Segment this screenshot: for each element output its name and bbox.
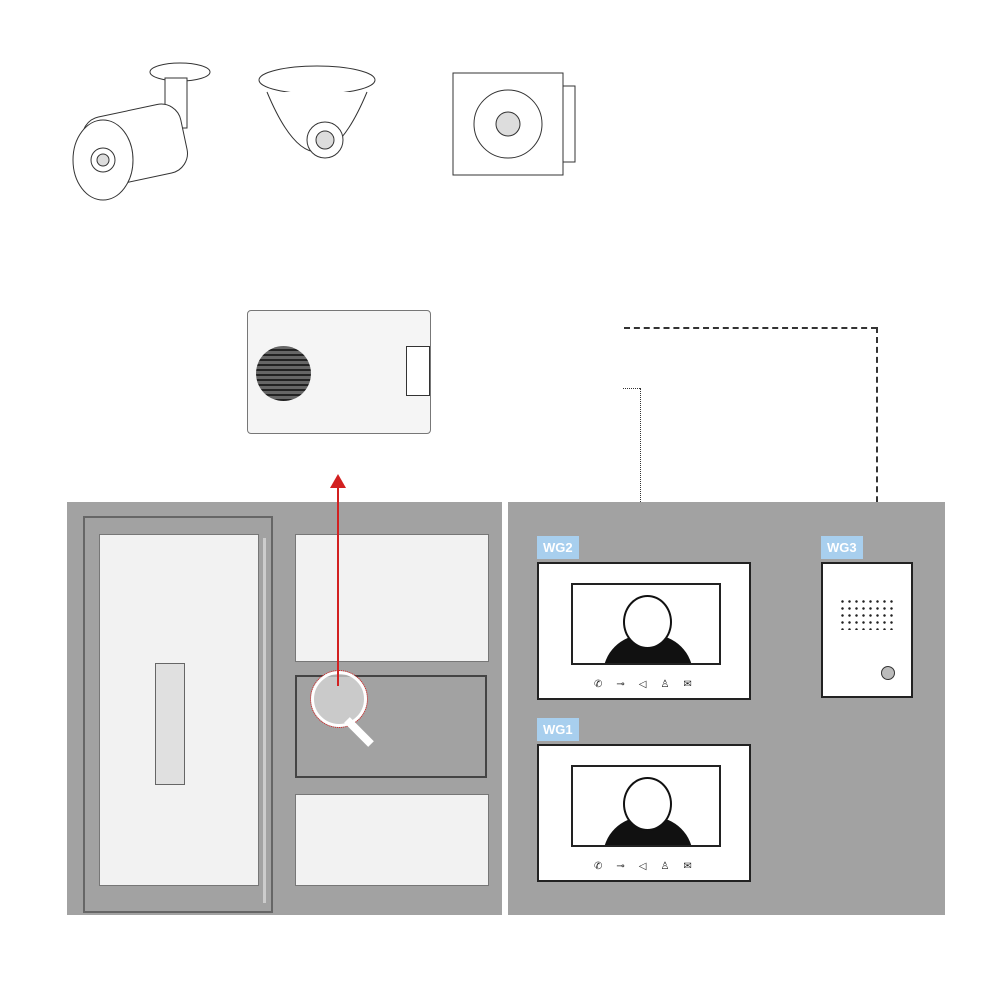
magnifier-handle xyxy=(344,717,374,747)
video-monitor-wg2: ✆⊸◁♙✉ xyxy=(537,562,751,700)
monitor-screen xyxy=(571,765,721,847)
wg3-label: WG3 xyxy=(821,536,863,559)
side-panel-top xyxy=(295,534,489,662)
dome-camera-icon xyxy=(258,65,376,159)
door xyxy=(83,516,273,913)
video-monitor-wg1: ✆⊸◁♙✉ xyxy=(537,744,751,882)
door-station xyxy=(295,670,487,778)
magnifier-icon xyxy=(310,670,368,728)
monitor-buttons: ✆⊸◁♙✉ xyxy=(594,679,706,690)
connection-line-wg3 xyxy=(876,327,878,552)
wg2-label: WG2 xyxy=(537,536,579,559)
speaker-grille-icon xyxy=(256,346,311,401)
speaker-holes-icon xyxy=(839,598,895,630)
red-arrow-head xyxy=(330,474,346,488)
connection-line-wg2 xyxy=(623,388,640,389)
monitor-screen xyxy=(571,583,721,665)
bullet-camera-icon xyxy=(72,62,211,201)
button-icon xyxy=(406,346,430,396)
red-arrow xyxy=(337,486,339,686)
audio-station-wg3 xyxy=(821,562,913,698)
door-handle xyxy=(263,538,266,903)
electric-strike-icon xyxy=(155,663,185,785)
apartment-panel: WG2 ✆⊸◁♙✉ WG1 ✆⊸◁♙✉ WG3 xyxy=(508,502,945,915)
connection-line-wg2 xyxy=(640,388,641,550)
flush-camera-icon xyxy=(452,72,576,176)
side-panel-bottom xyxy=(295,794,489,886)
connection-line-wg3 xyxy=(624,327,877,329)
audio-module xyxy=(247,310,431,434)
monitor-buttons: ✆⊸◁♙✉ xyxy=(594,861,706,872)
wg1-label: WG1 xyxy=(537,718,579,741)
door-open-button xyxy=(881,666,895,680)
door-panel xyxy=(67,502,502,915)
